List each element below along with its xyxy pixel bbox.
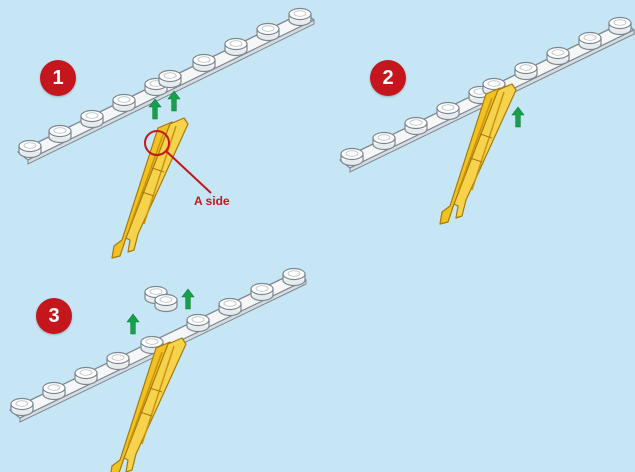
insert-arrow-icon — [127, 314, 139, 334]
step-1-badge: 1 — [40, 60, 76, 96]
step-1-illustration — [18, 9, 314, 259]
insert-arrow-icon — [512, 107, 524, 127]
step-2-illustration — [340, 18, 634, 225]
a-side-callout-label: A side — [194, 194, 230, 208]
callout-leader-line — [166, 151, 211, 193]
yellow-clip-part-1 — [112, 118, 188, 258]
step-3-badge: 3 — [36, 298, 72, 334]
insert-arrow-icon — [182, 289, 194, 309]
step-2-badge: 2 — [370, 60, 406, 96]
removed-stud-pieces — [145, 287, 177, 312]
